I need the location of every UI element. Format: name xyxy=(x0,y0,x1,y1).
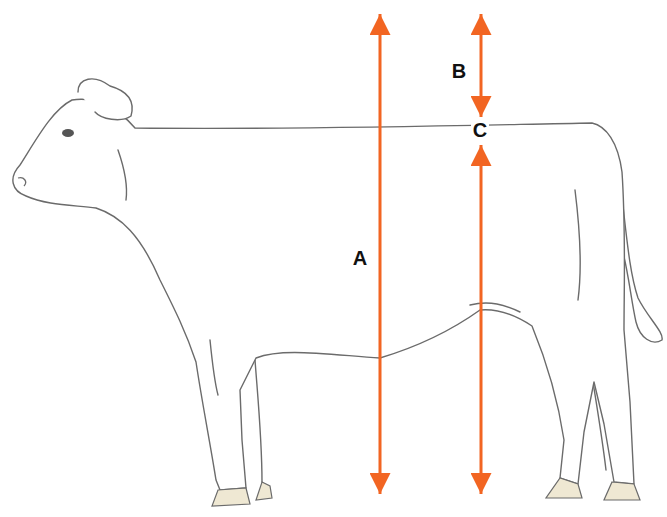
cow-jaw-line xyxy=(118,150,127,200)
cow-eye xyxy=(62,129,74,137)
cow-hoof xyxy=(604,482,640,500)
cow-ear xyxy=(78,79,132,120)
cow-hoof xyxy=(256,482,272,500)
cow-hoof xyxy=(546,478,582,498)
measure-arrow xyxy=(379,14,382,494)
measure-arrow xyxy=(480,14,483,117)
cow-knee-line xyxy=(470,303,520,312)
dimension-label: C xyxy=(471,119,489,141)
measure-arrow xyxy=(480,145,483,494)
cow-body xyxy=(13,99,634,490)
cow-leg-line xyxy=(210,340,218,395)
dimension-label: A xyxy=(351,247,369,269)
cow-far-leg xyxy=(255,360,268,492)
cow-flank-line xyxy=(575,190,580,300)
cow-nostril xyxy=(18,178,26,186)
cow-hoof xyxy=(212,488,250,506)
dimension-label: B xyxy=(450,60,468,82)
